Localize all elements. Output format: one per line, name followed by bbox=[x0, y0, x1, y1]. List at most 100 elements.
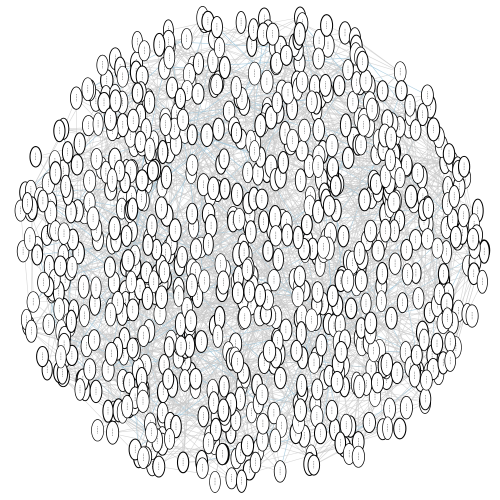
graph-node bbox=[74, 378, 86, 401]
graph-node bbox=[90, 148, 103, 170]
graph-node bbox=[326, 157, 339, 179]
graph-edge bbox=[71, 179, 113, 322]
graph-node bbox=[155, 285, 169, 310]
graph-node bbox=[96, 54, 109, 76]
graph-node bbox=[421, 228, 435, 250]
graph-node bbox=[219, 177, 231, 200]
graph-node bbox=[300, 213, 313, 236]
graph-node bbox=[25, 319, 38, 343]
graph-edge bbox=[347, 157, 453, 163]
node-ellipse bbox=[168, 218, 182, 243]
graph-node bbox=[55, 345, 67, 369]
graph-node bbox=[236, 469, 248, 493]
graph-node bbox=[21, 192, 33, 215]
graph-node bbox=[168, 218, 182, 243]
graph-edge bbox=[191, 126, 235, 174]
graph-node bbox=[218, 148, 230, 170]
graph-node bbox=[353, 240, 366, 265]
graph-node bbox=[293, 21, 306, 46]
graph-node bbox=[190, 238, 203, 260]
graph-node bbox=[92, 112, 104, 136]
graph-node bbox=[31, 244, 44, 266]
graph-node bbox=[286, 128, 299, 153]
graph-node bbox=[254, 113, 267, 138]
node-ellipse bbox=[198, 269, 211, 293]
graph-node bbox=[155, 196, 168, 220]
graph-node bbox=[444, 350, 456, 372]
graph-node bbox=[293, 398, 307, 422]
graph-node bbox=[279, 318, 293, 342]
graph-node bbox=[457, 204, 470, 228]
graph-node bbox=[248, 61, 262, 86]
graph-node bbox=[312, 117, 325, 142]
graph-node bbox=[131, 82, 144, 104]
graph-edge bbox=[149, 21, 209, 103]
graph-node bbox=[116, 65, 129, 88]
graph-node bbox=[307, 351, 320, 374]
graph-node bbox=[234, 386, 246, 411]
graph-node bbox=[383, 397, 396, 421]
graph-node bbox=[385, 306, 398, 330]
graph-edge bbox=[317, 211, 352, 309]
graph-node bbox=[143, 90, 156, 114]
node-ellipse bbox=[69, 86, 83, 110]
node-ellipse bbox=[153, 32, 166, 57]
graph-node bbox=[272, 248, 284, 271]
graph-node bbox=[294, 168, 307, 193]
graph-edge bbox=[262, 123, 359, 146]
graph-node bbox=[78, 304, 90, 328]
graph-edge bbox=[410, 136, 440, 197]
graph-node bbox=[310, 405, 324, 428]
graph-node bbox=[225, 467, 238, 490]
node-ellipse bbox=[235, 10, 247, 34]
graph-node bbox=[337, 224, 350, 248]
graph-node bbox=[244, 220, 257, 244]
graph-node bbox=[376, 261, 389, 285]
graph-node bbox=[83, 169, 97, 193]
graph-node bbox=[242, 161, 254, 184]
graph-node bbox=[138, 40, 151, 62]
node-ellipse bbox=[37, 271, 50, 294]
graph-node bbox=[431, 237, 444, 259]
node-layer bbox=[14, 6, 491, 493]
graph-node bbox=[186, 124, 198, 146]
graph-node bbox=[426, 117, 441, 142]
graph-node bbox=[121, 395, 134, 419]
graph-node bbox=[86, 206, 100, 231]
graph-node bbox=[316, 235, 330, 259]
graph-node bbox=[364, 219, 378, 243]
graph-node bbox=[457, 155, 471, 178]
graph-node bbox=[388, 252, 402, 275]
graph-node bbox=[325, 134, 339, 158]
graph-node bbox=[185, 273, 198, 298]
graph-node bbox=[120, 225, 133, 247]
graph-node bbox=[108, 216, 121, 241]
graph-node bbox=[218, 56, 231, 80]
graph-node bbox=[44, 200, 58, 225]
graph-node bbox=[293, 265, 306, 287]
graph-node bbox=[255, 188, 269, 211]
graph-node bbox=[135, 169, 149, 192]
graph-node bbox=[312, 154, 324, 178]
graph-edge bbox=[58, 291, 111, 315]
graph-node bbox=[416, 103, 429, 127]
graph-node bbox=[215, 442, 229, 466]
graph-node bbox=[210, 73, 224, 96]
graph-edge bbox=[217, 179, 302, 191]
graph-node bbox=[174, 87, 186, 110]
graph-node bbox=[159, 113, 172, 136]
graph-node bbox=[179, 369, 191, 392]
graph-node bbox=[277, 150, 289, 174]
graph-node bbox=[420, 369, 433, 391]
graph-node bbox=[258, 210, 270, 233]
graph-edge bbox=[362, 61, 428, 96]
graph-edge bbox=[148, 284, 193, 332]
graph-node bbox=[73, 132, 86, 155]
graph-node bbox=[145, 421, 158, 443]
node-ellipse bbox=[273, 460, 287, 483]
graph-node bbox=[264, 105, 278, 130]
graph-node bbox=[207, 49, 219, 74]
graph-node bbox=[371, 239, 385, 262]
graph-node bbox=[305, 308, 319, 332]
